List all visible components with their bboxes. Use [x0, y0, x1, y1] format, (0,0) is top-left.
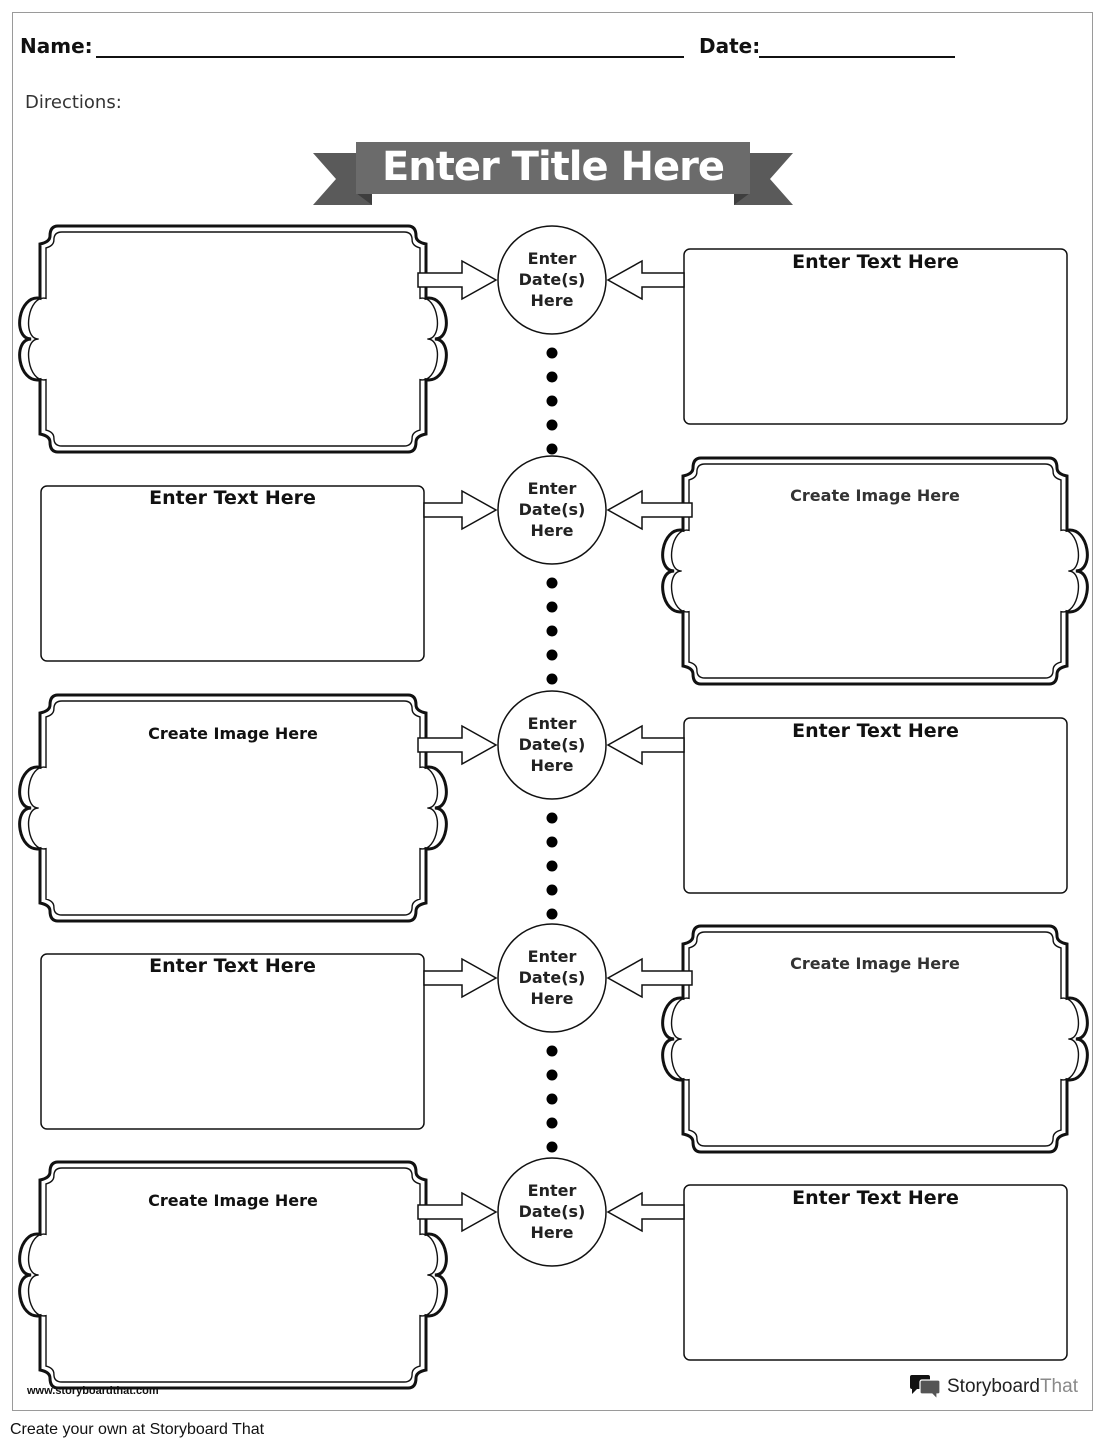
title-text[interactable]: Enter Title Here [381, 144, 725, 190]
timeline-dot-2-4 [546, 649, 558, 661]
date-text-line: Enter [527, 249, 577, 268]
date-text-line: Here [530, 989, 574, 1008]
page-caption: Create your own at Storyboard That [10, 1421, 265, 1438]
image-frame-left-1[interactable] [18, 224, 448, 454]
date-text-line: Enter [527, 714, 577, 733]
timeline-dot-1-2 [546, 371, 558, 383]
text-box-left-4[interactable] [40, 953, 425, 1130]
timeline-dot-1-5 [546, 443, 558, 455]
timeline-dot-4-4 [546, 1117, 558, 1129]
date-circle-2[interactable] [497, 455, 607, 565]
date-text-line: Enter [527, 479, 577, 498]
timeline-dot-1-1 [546, 347, 558, 359]
date-text-line: Date(s) [518, 1202, 586, 1221]
create-image-label-right-2: Create Image Here [790, 486, 960, 505]
timeline-dot-3-5 [546, 908, 558, 920]
brand-name-part1: Storyboard [947, 1376, 1040, 1397]
image-frame-right-2[interactable] [661, 456, 1089, 686]
date-text-line: Date(s) [518, 968, 586, 987]
brand-name-part2: That [1039, 1376, 1078, 1397]
timeline-dot-1-3 [546, 395, 558, 407]
date-text-line: Here [530, 1223, 574, 1242]
timeline-dot-2-3 [546, 625, 558, 637]
enter-text-label-left-2: Enter Text Here [149, 487, 316, 509]
timeline-dot-3-3 [546, 860, 558, 872]
date-text-line: Here [530, 521, 574, 540]
arrow-right-2 [423, 489, 498, 531]
create-image-label-left-3: Create Image Here [148, 724, 318, 743]
name-label: Name: [20, 34, 93, 58]
directions-label: Directions: [25, 92, 122, 113]
speech-bubbles-icon [910, 1375, 941, 1400]
enter-text-label-left-4: Enter Text Here [149, 955, 316, 977]
text-box-left-2[interactable] [40, 485, 425, 662]
timeline-dot-4-1 [546, 1045, 558, 1057]
text-box-right-1[interactable] [683, 248, 1068, 425]
enter-text-label-right-5: Enter Text Here [792, 1187, 959, 1209]
text-box-right-5[interactable] [683, 1184, 1068, 1361]
timeline-dot-3-1 [546, 812, 558, 824]
create-image-label-left-5: Create Image Here [148, 1191, 318, 1210]
arrow-left-1 [606, 259, 685, 301]
arrow-left-4 [606, 957, 693, 999]
arrow-right-5 [417, 1191, 498, 1233]
date-circle-4[interactable] [497, 923, 607, 1033]
timeline-dot-4-3 [546, 1093, 558, 1105]
arrow-left-5 [606, 1191, 685, 1233]
date-text-line: Date(s) [518, 270, 586, 289]
date-field-line[interactable] [759, 56, 955, 58]
date-text-line: Enter [527, 1181, 577, 1200]
title-banner [313, 142, 793, 205]
date-label: Date: [699, 34, 761, 58]
date-circle-1[interactable] [497, 225, 607, 335]
timeline-dot-2-2 [546, 601, 558, 613]
timeline-dot-2-1 [546, 577, 558, 589]
timeline-dot-4-2 [546, 1069, 558, 1081]
date-text-line: Here [530, 756, 574, 775]
date-text-line: Enter [527, 947, 577, 966]
enter-text-label-right-1: Enter Text Here [792, 251, 959, 273]
date-circle-5[interactable] [497, 1157, 607, 1267]
arrow-right-4 [423, 957, 498, 999]
image-frame-right-4[interactable] [661, 924, 1089, 1154]
arrow-left-3 [606, 724, 685, 766]
arrow-left-2 [606, 489, 693, 531]
timeline-dot-2-5 [546, 673, 558, 685]
date-text-line: Date(s) [518, 735, 586, 754]
date-circle-3[interactable] [497, 690, 607, 800]
arrow-right-1 [417, 259, 498, 301]
timeline-dot-1-4 [546, 419, 558, 431]
arrow-right-3 [417, 724, 498, 766]
timeline-dot-3-2 [546, 836, 558, 848]
timeline-dot-3-4 [546, 884, 558, 896]
name-field-line[interactable] [96, 56, 684, 58]
timeline-dot-4-5 [546, 1141, 558, 1153]
create-image-label-right-4: Create Image Here [790, 954, 960, 973]
footer-url: www.storyboardthat.com [27, 1385, 159, 1397]
date-text-line: Here [530, 291, 574, 310]
text-box-right-3[interactable] [683, 717, 1068, 894]
enter-text-label-right-3: Enter Text Here [792, 720, 959, 742]
date-text-line: Date(s) [518, 500, 586, 519]
